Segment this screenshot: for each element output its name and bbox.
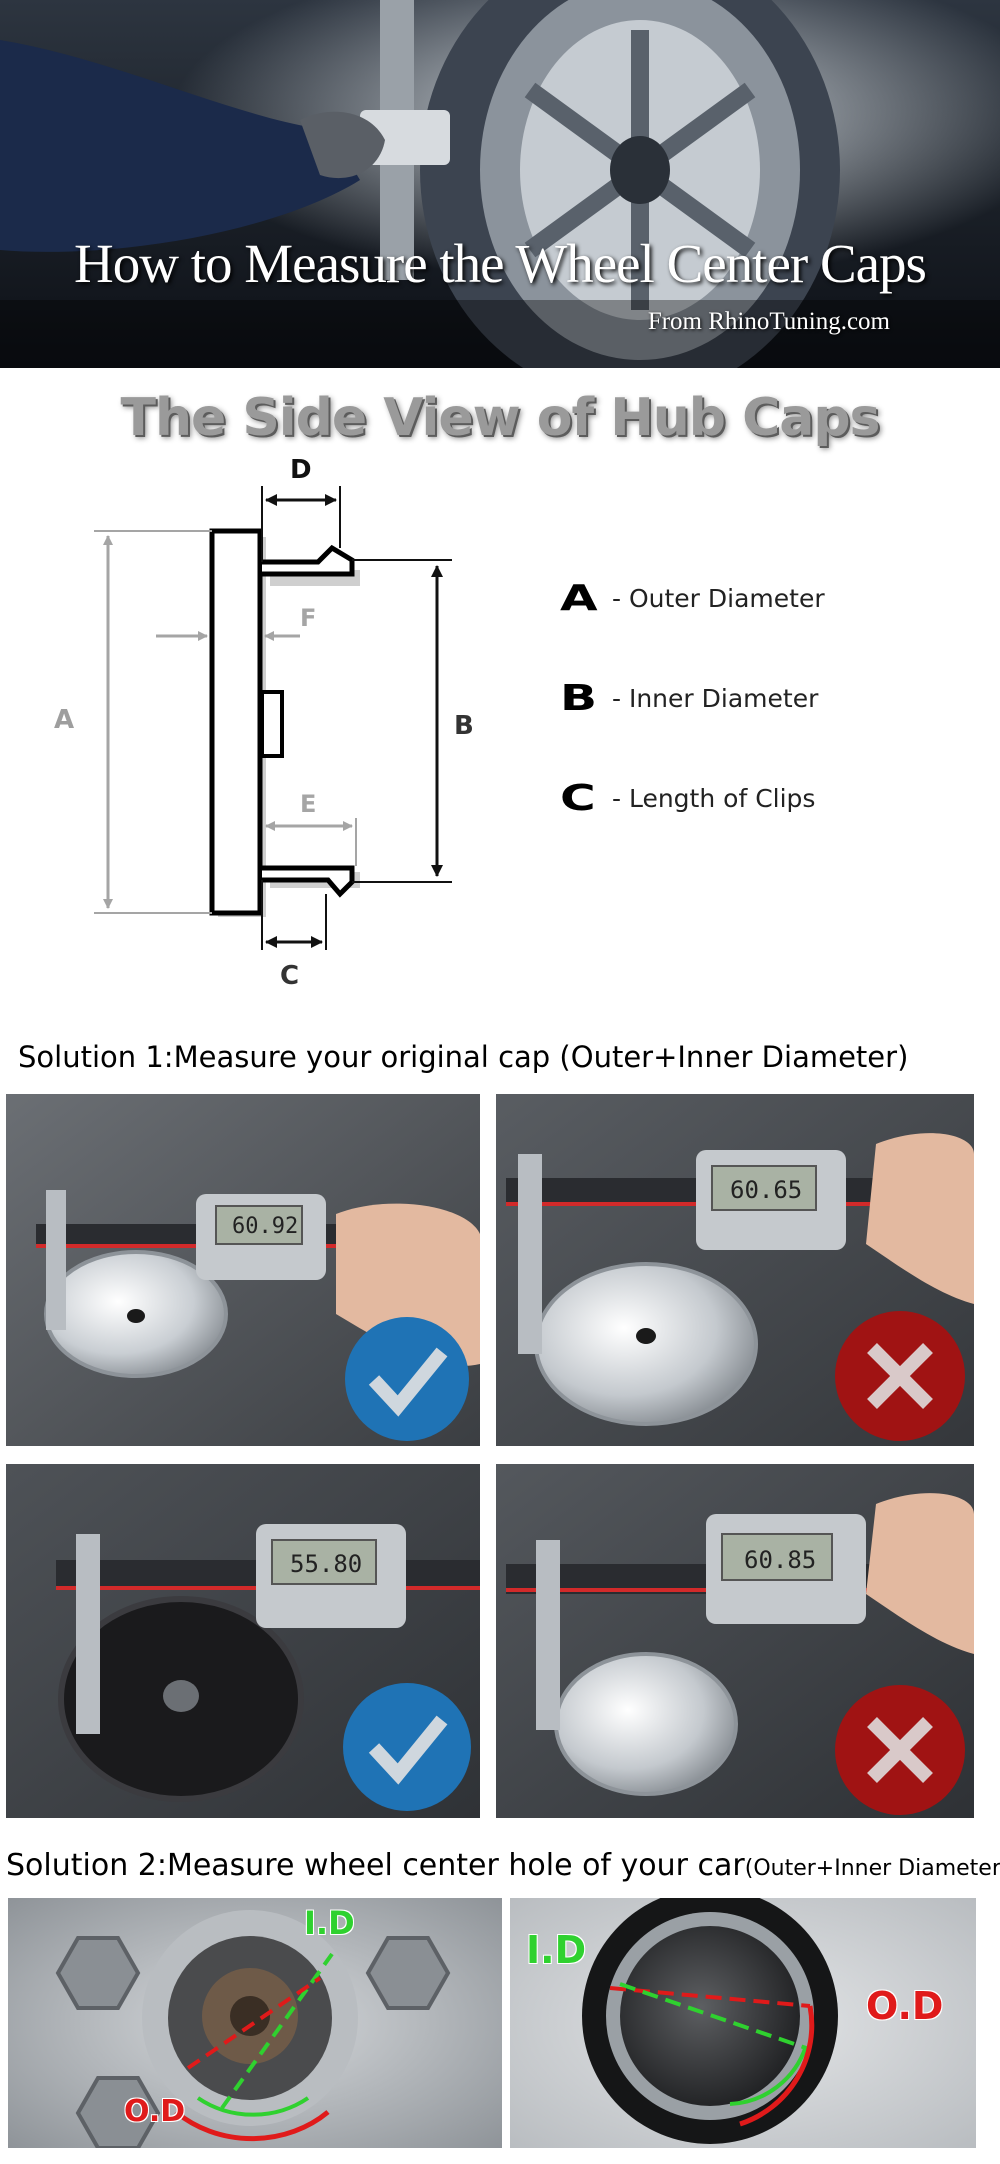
caliper-reading: 55.80 [290, 1550, 363, 1578]
solution2-heading: Solution 2:Measure wheel center hole of … [6, 1848, 1000, 1883]
cross-icon [835, 1311, 965, 1441]
photo-hub-closeup: I.D O.D [510, 1898, 976, 2148]
wheel-hub-scene [8, 1898, 502, 2148]
hub-cap-side-diagram: A B D F E C [54, 455, 474, 991]
legend-text: - Length of Clips [612, 783, 816, 813]
solution2-heading-note: (Outer+Inner Diameter ) [744, 1856, 1000, 1881]
caliper-reading: 60.92 [232, 1214, 299, 1239]
solution1-heading: Solution 1:Measure your original cap (Ou… [18, 1040, 909, 1074]
inner-diameter-label: I.D [304, 1904, 355, 1942]
caliper-scene [6, 1464, 480, 1818]
photo-caliper-outer-chrome: 60.92 [6, 1094, 480, 1446]
caliper-reading: 60.85 [744, 1546, 817, 1574]
photo-caliper-outer-black: 55.80 [6, 1464, 480, 1818]
check-icon [345, 1317, 469, 1441]
bottom-clip [262, 865, 355, 898]
banner-title: How to Measure the Wheel Center Caps [74, 233, 927, 294]
legend-text: - Inner Diameter [612, 683, 819, 713]
legend-item-outer-diameter: A - Outer Diameter [560, 577, 825, 619]
cap-face [209, 528, 263, 916]
solution2-heading-main: Solution 2:Measure wheel center hole of … [6, 1848, 745, 1883]
legend-text: - Outer Diameter [612, 583, 825, 613]
label-a: A [54, 705, 74, 735]
caliper-reading: 60.65 [730, 1176, 803, 1204]
banner-source: From RhinoTuning.com [647, 308, 890, 335]
label-b: B [454, 711, 474, 741]
legend-letter: C [560, 777, 596, 819]
legend-letter: B [560, 677, 598, 719]
cap-center-tab [260, 690, 284, 758]
cross-icon [835, 1685, 965, 1815]
label-e: E [300, 790, 316, 818]
inner-diameter-label: I.D [526, 1928, 587, 1972]
top-clip [262, 544, 355, 577]
label-c: C [280, 961, 299, 991]
check-icon [343, 1683, 471, 1811]
photo-caliper-inner-chrome: 60.65 [496, 1094, 974, 1446]
label-d: D [290, 455, 312, 485]
banner: How to Measure the Wheel Center Caps Fro… [0, 0, 1000, 368]
hub-closeup-scene [510, 1898, 976, 2148]
legend-letter: A [560, 577, 598, 619]
banner-photo [0, 0, 1000, 368]
legend-item-inner-diameter: B - Inner Diameter [560, 677, 819, 719]
side-view-title: The Side View of Hub Caps [120, 388, 880, 448]
outer-diameter-label: O.D [124, 2094, 186, 2129]
legend-item-clip-length: C - Length of Clips [560, 777, 816, 819]
photo-wheel-center-hole: I.D O.D [8, 1898, 502, 2148]
label-f: F [300, 604, 316, 632]
photo-caliper-inner-clips: 60.85 [496, 1464, 974, 1818]
outer-diameter-label: O.D [866, 1984, 944, 2028]
